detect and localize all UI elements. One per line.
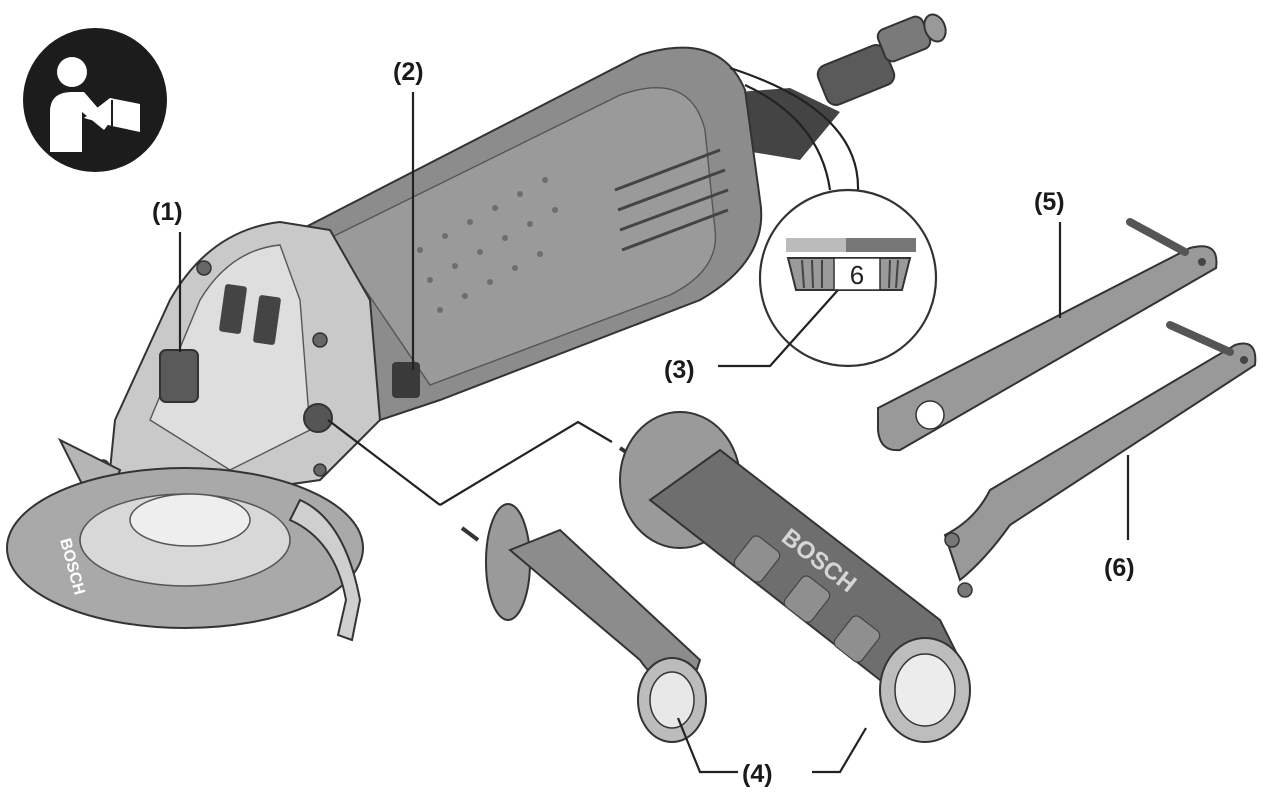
callout-4: (4) [742,760,773,788]
callout-3: (3) [664,356,695,384]
callout-2: (2) [393,58,424,86]
callout-labels: (1) (2) (3) (4) (5) (6) [152,58,1135,788]
callout-5: (5) [1034,188,1065,216]
side-handle-standard [327,419,707,743]
leader-lines [178,92,1130,774]
gear-head [96,220,382,502]
grinding-disc: BOSCH [6,437,364,642]
speed-dial-value: 6 [850,260,864,290]
bent-spanner [943,321,1257,598]
read-manual-icon [23,28,167,172]
speed-dial-detail: 6 [718,66,938,368]
callout-1: (1) [152,198,183,226]
callout-6: (6) [1104,554,1135,582]
grinder-housing [298,46,763,422]
side-handle-vibration: BOSCH [439,411,971,743]
two-pin-spanner [877,218,1218,452]
power-cable [738,13,947,160]
